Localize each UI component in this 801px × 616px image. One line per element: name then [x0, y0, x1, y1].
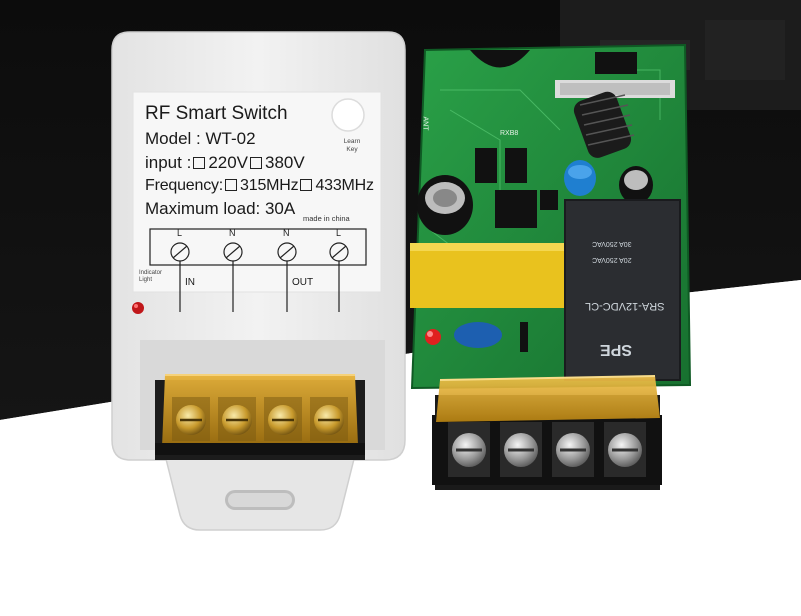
input-220v: 220V: [208, 153, 249, 172]
freq-433: 433MHz: [315, 177, 374, 194]
label-frequency: Frequency: 315MHz 433MHz: [145, 177, 374, 195]
input-prefix: input :: [145, 153, 192, 172]
checkbox-icon: [250, 157, 263, 169]
checkbox-icon: [193, 157, 206, 169]
terminal-label-1: L: [177, 228, 183, 238]
label-max-load: Maximum load: 30A: [145, 199, 296, 218]
terminal-screws: [448, 422, 646, 477]
label-title: RF Smart Switch: [145, 103, 288, 124]
label-made-in: made in china: [303, 214, 350, 223]
terminal-label-4: L: [336, 228, 342, 238]
checkbox-icon: [225, 179, 238, 191]
label-input: input : 220V 380V: [145, 153, 305, 173]
label-model: Model : WT-02: [145, 129, 256, 148]
checkbox-icon: [300, 179, 313, 191]
freq-315: 315MHz: [240, 177, 299, 194]
pcb-rx-label: RXB8: [500, 130, 519, 137]
terminal-label-2: N: [229, 228, 236, 238]
freq-prefix: Frequency:: [145, 177, 224, 194]
label-out: OUT: [292, 277, 314, 288]
input-380v: 380V: [265, 153, 305, 172]
label-in: IN: [185, 277, 195, 288]
label-learn-key: Learn Key: [343, 138, 361, 153]
terminal-label-3: N: [283, 228, 290, 238]
antenna-coil-icon: [573, 91, 635, 158]
label-indicator-light: Indicator Light: [139, 270, 163, 283]
